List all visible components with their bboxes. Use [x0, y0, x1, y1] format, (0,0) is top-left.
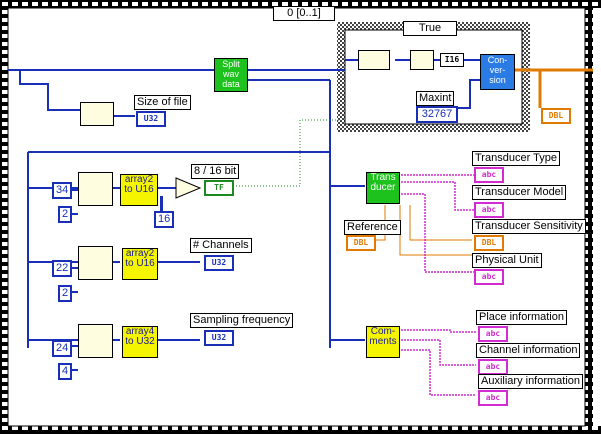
transducer-subvi[interactable]: Trans ducer: [366, 172, 400, 204]
array-subset-icon-b[interactable]: [78, 246, 113, 280]
physical-unit-indicator[interactable]: abc: [474, 269, 504, 285]
size-of-file-label: Size of file: [134, 95, 191, 110]
type-cast-icon[interactable]: [410, 50, 434, 70]
channel-information-indicator[interactable]: abc: [478, 359, 508, 375]
transducer-type-label: Transducer Type: [472, 151, 560, 166]
sequence-right-border: [585, 8, 593, 426]
auxiliary-information-indicator[interactable]: abc: [478, 390, 508, 406]
array-subset-icon-a[interactable]: [78, 172, 113, 206]
auxiliary-information-label: Auxiliary information: [478, 374, 584, 389]
conversion-subvi[interactable]: Con- ver- sion: [480, 54, 515, 90]
array2-to-u16-subvi-b[interactable]: array2 to U16: [122, 248, 158, 280]
sequence-bottom-border: [0, 426, 601, 434]
transducer-type-indicator[interactable]: abc: [474, 167, 504, 183]
transducer-sensitivity-indicator[interactable]: DBL: [474, 235, 504, 251]
sequence-frame-selector[interactable]: 0 [0..1]: [273, 6, 335, 21]
maxint-label: Maxint: [416, 91, 455, 106]
place-information-indicator[interactable]: abc: [478, 326, 508, 342]
output-dbl-indicator[interactable]: DBL: [541, 108, 571, 124]
reference-indicator[interactable]: DBL: [346, 235, 376, 251]
maxint-constant[interactable]: 32767: [416, 106, 458, 123]
greater-equal-icon: [175, 177, 202, 199]
sequence-top-border: [0, 0, 601, 8]
case-selector[interactable]: True: [403, 21, 457, 36]
bit-8-16-indicator[interactable]: TF: [204, 180, 234, 196]
reference-label: Reference: [344, 220, 401, 235]
size-of-file-indicator[interactable]: U32: [136, 111, 166, 127]
physical-unit-label: Physical Unit: [472, 253, 542, 268]
comments-subvi[interactable]: Com- ments: [366, 326, 400, 358]
sequence-left-border: [0, 8, 8, 426]
index-array-icon[interactable]: [358, 50, 390, 70]
bit-8-16-label: 8 / 16 bit: [191, 164, 240, 179]
place-information-label: Place information: [476, 310, 567, 325]
offset-24-constant[interactable]: 24: [52, 340, 73, 357]
offset-22-constant[interactable]: 22: [52, 260, 73, 277]
length-2-constant-a[interactable]: 2: [58, 206, 73, 223]
channel-information-label: Channel information: [476, 343, 581, 358]
i16-constant: I16: [440, 53, 464, 67]
offset-34-constant[interactable]: 34: [52, 182, 73, 199]
length-2-constant-b[interactable]: 2: [58, 285, 73, 302]
transducer-model-label: Transducer Model: [472, 185, 567, 200]
channels-indicator[interactable]: U32: [204, 255, 234, 271]
split-wav-data-subvi[interactable]: Split wav data: [214, 58, 248, 92]
sampling-frequency-indicator[interactable]: U32: [204, 330, 234, 346]
array2-to-u16-subvi-a[interactable]: array2 to U16: [120, 174, 158, 206]
array-size-icon[interactable]: [80, 102, 114, 126]
array-subset-icon-c[interactable]: [78, 324, 113, 358]
sampling-frequency-label: Sampling frequency: [190, 313, 294, 328]
compare-16-constant[interactable]: 16: [154, 211, 175, 228]
transducer-model-indicator[interactable]: abc: [474, 202, 504, 218]
array4-to-u32-subvi[interactable]: array4 to U32: [122, 326, 158, 358]
transducer-sensitivity-label: Transducer Sensitivity: [472, 219, 586, 234]
channels-label: # Channels: [190, 238, 252, 253]
length-4-constant[interactable]: 4: [58, 363, 73, 380]
